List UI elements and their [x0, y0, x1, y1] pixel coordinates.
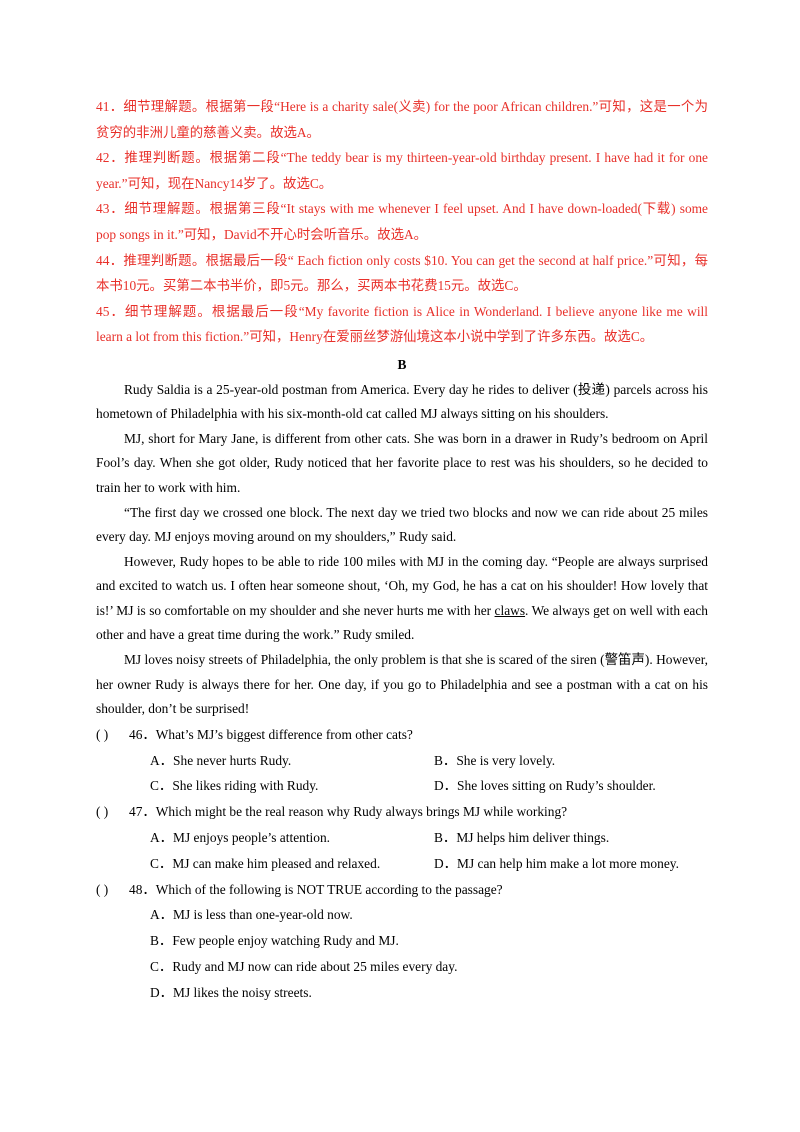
question-48-stem: 48．Which of the following is NOT TRUE ac… — [129, 881, 503, 897]
question-46-option-a: A．She never hurts Rudy. — [150, 752, 292, 768]
answer-43: 43．细节理解题。根据第三段“It stays with me whenever… — [96, 201, 708, 242]
question-47-option-d: D．MJ can help him make a lot more money. — [434, 855, 679, 871]
passage-paragraph-3: “The first day we crossed one block. The… — [96, 504, 708, 545]
question-48-option-a: A．MJ is less than one-year-old now. — [150, 907, 353, 923]
passage-paragraph-2: MJ, short for Mary Jane, is different fr… — [96, 430, 708, 495]
answer-blank-48[interactable]: ( ) — [96, 881, 109, 897]
passage-paragraph-4-text-a: However, Rudy hopes to be able to ride 1… — [96, 553, 708, 618]
answer-42: 42．推理判断题。根据第二段“The teddy bear is my thir… — [96, 150, 708, 191]
question-47-option-c: C．MJ can make him pleased and relaxed. — [150, 855, 381, 871]
answer-blank-46[interactable]: ( ) — [96, 726, 109, 742]
passage-paragraph-1: Rudy Saldia is a 25-year-old postman fro… — [96, 381, 708, 422]
question-48-option-b: B．Few people enjoy watching Rudy and MJ. — [150, 933, 399, 949]
section-title: B — [397, 356, 407, 372]
answer-44: 44．推理判断题。根据最后一段“ Each fiction only costs… — [96, 252, 708, 294]
question-46-option-c: C．She likes riding with Rudy. — [150, 778, 319, 794]
underlined-word-claws: claws — [494, 602, 526, 618]
question-48: ( ) 48．Which of the following is NOT TRUE… — [96, 877, 708, 1006]
answer-41: 41．细节理解题。根据第一段“Here is a charity sale(义卖… — [96, 99, 708, 140]
question-47-stem: 47．Which might be the real reason why Ru… — [129, 804, 568, 820]
passage-paragraph-4-text-b: . We always get on well with each other … — [96, 602, 708, 643]
question-47: ( ) 47．Which might be the real reason why… — [96, 799, 708, 876]
passage-paragraph-5: MJ loves noisy streets of Philadelphia, … — [96, 652, 708, 717]
question-47-option-b: B．MJ helps him deliver things. — [434, 830, 610, 846]
answer-blank-47[interactable]: ( ) — [96, 804, 109, 820]
question-46-option-d: D．She loves sitting on Rudy’s shoulder. — [434, 778, 656, 794]
question-46-option-b: B．She is very lovely. — [434, 752, 556, 768]
question-46: ( ) 46．What’s MJ’s biggest difference fro… — [96, 722, 708, 799]
question-47-option-a: A．MJ enjoys people’s attention. — [150, 830, 331, 846]
reading-passage: Rudy Saldia is a 25-year-old postman fro… — [96, 378, 708, 722]
question-48-option-c: C．Rudy and MJ now can ride about 25 mile… — [150, 959, 458, 975]
answer-45: 45．细节理解题。根据最后一段“My favorite fiction is A… — [96, 303, 708, 345]
passage-paragraph-4: However, Rudy hopes to be able to ride 1… — [96, 550, 708, 648]
answer-explanations: 41．细节理解题。根据第一段“Here is a charity sale(义卖… — [96, 94, 708, 350]
page-content: 41．细节理解题。根据第一段“Here is a charity sale(义卖… — [96, 94, 708, 1006]
question-46-stem: 46．What’s MJ’s biggest difference from o… — [129, 726, 413, 742]
question-48-option-d: D．MJ likes the noisy streets. — [150, 984, 312, 1000]
